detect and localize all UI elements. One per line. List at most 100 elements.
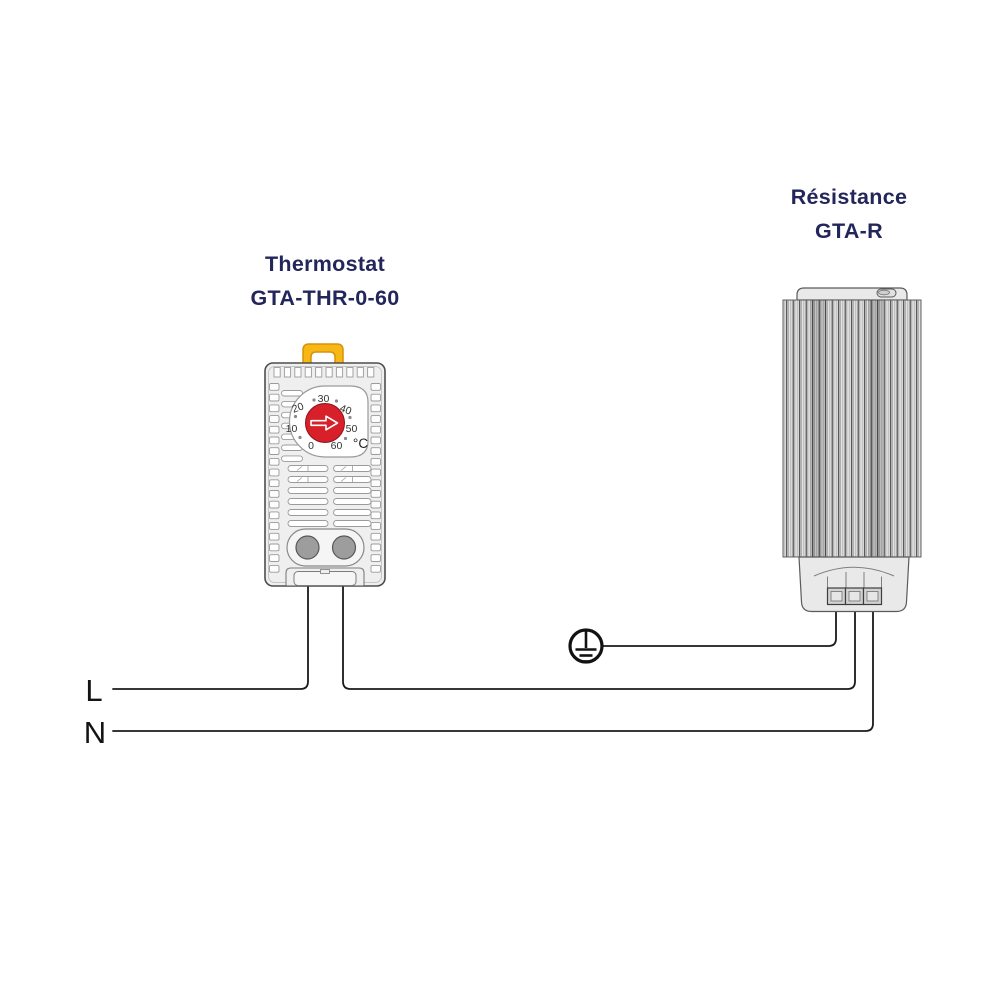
side-rib	[269, 511, 280, 520]
knob-arrow-icon	[310, 415, 339, 431]
dial-dot	[334, 399, 339, 403]
vent-tooth	[356, 367, 364, 378]
vent-tooth	[325, 367, 333, 378]
dial-scale-value: 30	[318, 393, 330, 405]
line-label: L	[85, 673, 102, 708]
dial-dot	[312, 398, 316, 402]
side-rib	[269, 436, 280, 445]
vent-tooth	[283, 367, 292, 378]
dial-scale-value: 20	[290, 400, 305, 415]
side-rib	[269, 532, 280, 541]
side-rib	[370, 468, 381, 477]
vent-slot	[287, 509, 329, 516]
side-rib	[269, 490, 280, 498]
side-rib	[269, 393, 280, 402]
heater-fin-shadow	[810, 300, 826, 557]
thermostat-terminal	[331, 535, 357, 560]
side-rib	[269, 500, 280, 509]
earth-ground-icon	[568, 628, 604, 664]
vent-slot	[333, 498, 372, 505]
vent-tooth	[346, 367, 354, 378]
side-rib	[370, 522, 381, 530]
vent-slot	[287, 487, 329, 494]
vent-tooth	[367, 367, 375, 378]
din-rail-mount	[285, 567, 365, 586]
dial-scale-value: 10	[286, 423, 298, 435]
vent-slot-hatch	[296, 477, 303, 482]
dial-scale-value: 60	[331, 440, 343, 452]
vent-slot	[333, 520, 372, 527]
heater-fins	[782, 299, 922, 558]
dial-scale-value: 0	[308, 440, 314, 452]
vent-slot	[281, 455, 303, 462]
neutral-label: N	[84, 715, 106, 750]
side-rib	[370, 393, 381, 402]
side-rib	[370, 436, 381, 445]
side-rib	[370, 457, 381, 466]
side-rib	[269, 564, 280, 573]
heater-model: GTA-R	[815, 219, 883, 243]
dial-dot	[348, 415, 352, 420]
side-rib	[370, 564, 381, 573]
side-rib	[370, 532, 381, 541]
vent-tooth	[335, 367, 344, 378]
side-rib	[370, 425, 381, 434]
side-ribs	[269, 383, 381, 573]
thermostat-knob	[305, 403, 345, 443]
side-rib	[269, 457, 280, 466]
side-rib	[269, 468, 280, 477]
side-rib	[269, 425, 280, 434]
dial-scale-value: 50	[346, 423, 358, 435]
vent-slot	[287, 520, 329, 527]
heater-fin-shadow	[868, 300, 883, 557]
side-rib	[370, 490, 381, 498]
top-vent-teeth	[273, 367, 375, 378]
heater-terminal-block	[826, 587, 883, 606]
dial-tick-dots	[293, 398, 352, 441]
side-rib	[269, 404, 280, 413]
side-rib	[370, 511, 381, 520]
side-rib	[370, 554, 381, 562]
side-rib	[370, 479, 381, 488]
vent-tooth	[315, 367, 323, 378]
thermostat-title: Thermostat	[265, 252, 385, 276]
heater-title: Résistance	[791, 185, 908, 209]
heater-base-arc	[813, 566, 895, 577]
wire-ground	[601, 601, 837, 647]
side-rib	[370, 447, 381, 455]
vent-tooth	[304, 367, 312, 378]
wire-thermostat-to-heater	[342, 585, 856, 690]
vent-tooth	[294, 367, 302, 378]
wire-neutral-n	[112, 601, 874, 732]
side-rib	[370, 404, 381, 413]
thermostat-model: GTA-THR-0-60	[251, 286, 400, 310]
thermostat-terminal	[295, 535, 320, 560]
side-rib	[269, 447, 280, 455]
dial-dot	[343, 436, 348, 441]
side-rib	[269, 479, 280, 488]
wire-line-l	[112, 585, 309, 690]
side-rib	[269, 415, 280, 423]
wires	[112, 585, 874, 732]
heater-terminal-separators	[827, 572, 882, 588]
heater-cap-tab-slot	[878, 289, 890, 296]
dial-unit-label: °C	[353, 436, 368, 451]
vent-slot	[333, 487, 372, 494]
din-clip	[302, 343, 344, 366]
vent-slot-hatch	[296, 466, 303, 471]
dial-dot	[298, 435, 302, 440]
thermostat-terminals	[286, 528, 365, 567]
side-rib	[269, 383, 280, 391]
side-rib	[370, 500, 381, 509]
side-rib	[370, 543, 381, 552]
vent-slot-hatch	[340, 466, 347, 471]
vent-slot	[333, 509, 372, 516]
side-rib	[269, 522, 280, 530]
side-rib	[370, 383, 381, 391]
vent-tooth	[273, 367, 281, 378]
side-rib	[269, 543, 280, 552]
lower-vent-slots	[287, 465, 372, 527]
thermostat-device: 0 10 20 30 40 50 60 °C	[264, 343, 386, 587]
